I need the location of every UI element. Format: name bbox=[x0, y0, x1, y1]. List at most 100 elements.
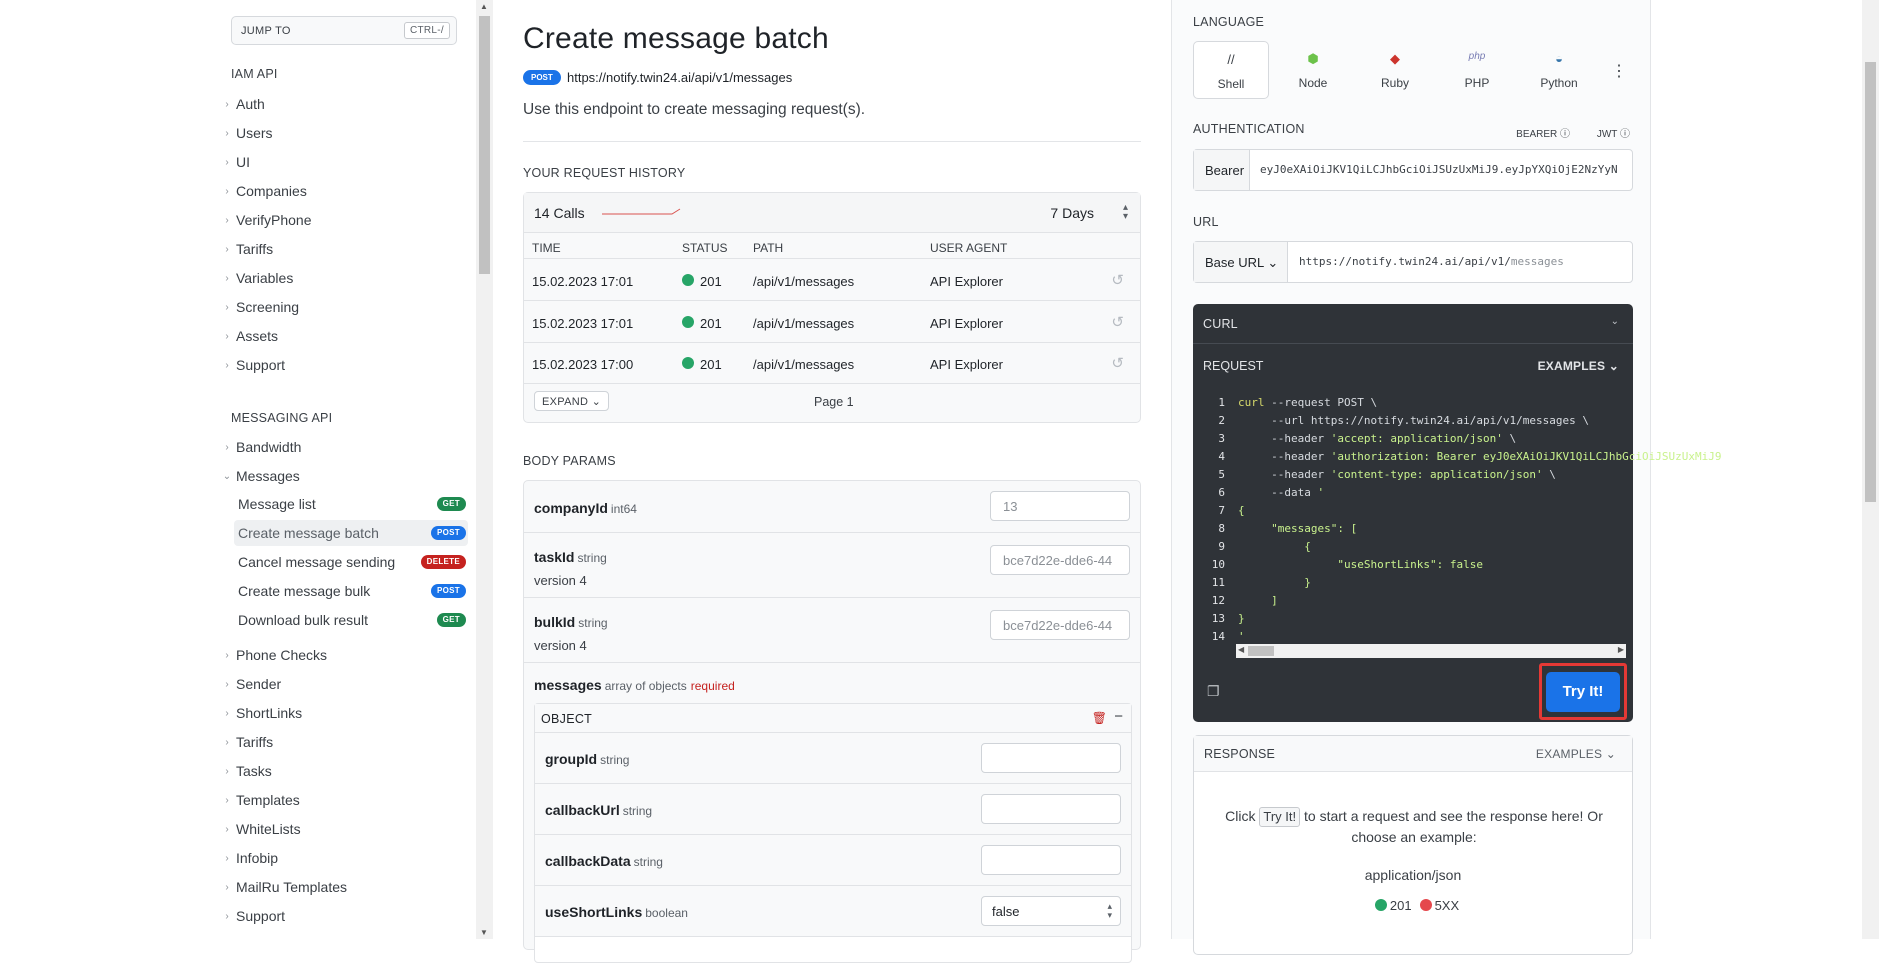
chevron-right-icon: › bbox=[225, 98, 229, 110]
response-examples-dropdown[interactable]: EXAMPLES ⌄ bbox=[1535, 747, 1616, 761]
line-number: 9 bbox=[1218, 540, 1225, 553]
sidebar-item-whitelists[interactable]: ›WhiteLists bbox=[222, 819, 300, 839]
replay-icon[interactable]: ↺ bbox=[1111, 313, 1124, 331]
code-scroll-thumb[interactable] bbox=[1248, 646, 1274, 656]
history-status: 201 bbox=[700, 315, 722, 331]
sidebar-item-infobip[interactable]: ›Infobip bbox=[222, 848, 278, 868]
sidebar-item-assets[interactable]: ›Assets bbox=[222, 326, 278, 346]
expand-button[interactable]: EXPAND ⌄ bbox=[534, 391, 610, 411]
companyId-input[interactable]: 13 bbox=[990, 491, 1130, 521]
history-range-select[interactable]: 7 Days bbox=[1050, 205, 1094, 221]
sidebar-item-sender[interactable]: ›Sender bbox=[222, 674, 281, 694]
taskId-input[interactable]: bce7d22e-dde6-44 bbox=[990, 545, 1130, 575]
lang-tab-node[interactable]: ⬢Node bbox=[1275, 41, 1351, 99]
callbackUrl-input[interactable] bbox=[981, 794, 1121, 824]
copy-icon[interactable]: ❐ bbox=[1207, 683, 1220, 699]
code-hscrollbar[interactable]: ◀ ▶ bbox=[1236, 644, 1626, 658]
sidebar-item-mailru-templates[interactable]: ›MailRu Templates bbox=[222, 877, 347, 897]
bulkId-input[interactable]: bce7d22e-dde6-44 bbox=[990, 610, 1130, 640]
sidebar-item-ui[interactable]: ›UI bbox=[222, 152, 250, 172]
page-scroll-thumb[interactable] bbox=[1865, 62, 1876, 502]
sidebar-item-tariffs[interactable]: ›Tariffs bbox=[222, 239, 273, 259]
auth-bearer-link[interactable]: BEARER ⓘ bbox=[1516, 129, 1571, 140]
curl-header[interactable]: CURL ⌄ bbox=[1193, 304, 1633, 344]
sidebar-item-users[interactable]: ›Users bbox=[222, 123, 272, 143]
range-updown-icon[interactable]: ▴▾ bbox=[1122, 202, 1128, 222]
method-badge: POST bbox=[523, 70, 561, 85]
page-scrollbar[interactable] bbox=[1862, 0, 1879, 939]
sidebar-scroll-thumb[interactable] bbox=[479, 16, 490, 274]
trash-icon[interactable]: 🗑 bbox=[1091, 711, 1107, 725]
lang-tab-ruby[interactable]: ◆Ruby bbox=[1357, 41, 1433, 99]
sidebar-item-screening[interactable]: ›Screening bbox=[222, 297, 299, 317]
sidebar-item-messages[interactable]: ⌄Messages bbox=[222, 466, 300, 486]
callbackData-input[interactable] bbox=[981, 845, 1121, 875]
content-type: application/json bbox=[1364, 867, 1462, 883]
chevron-down-icon[interactable]: ⌄ bbox=[1610, 316, 1619, 327]
sidebar-item-templates[interactable]: ›Templates bbox=[222, 790, 299, 810]
field-type: boolean bbox=[645, 906, 688, 920]
jump-to-label: JUMP TO bbox=[241, 25, 291, 37]
field-name-text: callbackData bbox=[545, 853, 631, 869]
replay-icon[interactable]: ↺ bbox=[1111, 355, 1124, 372]
sidebar-item-support[interactable]: ›Support bbox=[222, 355, 285, 375]
sidebar-item-label: Infobip bbox=[236, 850, 279, 866]
examples-dropdown[interactable]: EXAMPLES ⌄ bbox=[1537, 359, 1619, 373]
sidebar-item-tariffs[interactable]: ›Tariffs bbox=[222, 732, 273, 752]
sidebar-item-companies[interactable]: ›Companies bbox=[222, 181, 307, 201]
hint-try-it-button[interactable]: Try It! bbox=[1259, 807, 1301, 827]
line-number: 6 bbox=[1218, 486, 1225, 499]
scroll-left-arrow-icon[interactable]: ◀ bbox=[1238, 645, 1245, 654]
code-line: --url https://notify.twin24.ai/api/v1/me… bbox=[1238, 414, 1589, 427]
curl-title: CURL bbox=[1203, 317, 1238, 331]
history-table-header: TIME STATUS PATH USER AGENT bbox=[524, 233, 1140, 259]
sidebar-item-shortlinks[interactable]: ›ShortLinks bbox=[222, 703, 302, 723]
useShortLinks-select[interactable]: false▴▾ bbox=[981, 896, 1121, 926]
chevron-right-icon: › bbox=[225, 272, 229, 284]
response-code-5xx[interactable]: 5XX bbox=[1412, 898, 1459, 913]
response-code-label: 201 bbox=[1389, 898, 1412, 913]
auth-token-input[interactable]: eyJ0eXAiOiJKV1QiLCJhbGciOiJSUzUxMiJ9.eyJ… bbox=[1260, 163, 1618, 176]
sidebar-item-tasks[interactable]: ›Tasks bbox=[222, 761, 271, 781]
response-code-201[interactable]: 201 bbox=[1367, 898, 1412, 913]
history-user-agent: API Explorer bbox=[930, 315, 1003, 331]
more-vert-icon[interactable]: ⋮ bbox=[1611, 63, 1627, 80]
lang-tab-shell[interactable]: //Shell bbox=[1193, 41, 1269, 99]
jump-to-search[interactable]: JUMP TO CTRL-/ bbox=[231, 16, 457, 45]
sidebar-nav: JUMP TO CTRL-/ IAM API MESSAGING API ›Au… bbox=[0, 0, 476, 939]
endpoint-main: Create message batch POST https://notify… bbox=[493, 0, 1171, 963]
collapse-minus-icon[interactable]: − bbox=[1114, 708, 1123, 725]
sidebar-item-variables[interactable]: ›Variables bbox=[222, 268, 293, 288]
scroll-down-arrow-icon[interactable]: ▼ bbox=[480, 928, 488, 937]
sidebar-item-bandwidth[interactable]: ›Bandwidth bbox=[222, 437, 301, 457]
sidebar-item-verifyphone[interactable]: ›VerifyPhone bbox=[222, 210, 311, 230]
line-number: 10 bbox=[1211, 558, 1225, 571]
try-it-button[interactable]: Try It! bbox=[1546, 672, 1620, 712]
sidebar-item-label: Sender bbox=[236, 676, 282, 692]
sidebar-item-support[interactable]: ›Support bbox=[222, 906, 285, 926]
base-url-select[interactable]: Base URL ⌄ bbox=[1194, 242, 1288, 282]
sidebar-item-auth[interactable]: ›Auth bbox=[222, 94, 264, 114]
lang-tab-python[interactable]: ◒Python bbox=[1521, 41, 1597, 99]
sidebar-item-phone-checks[interactable]: ›Phone Checks bbox=[222, 645, 327, 665]
groupId-input[interactable] bbox=[981, 743, 1121, 773]
auth-jwt-link[interactable]: JWT ⓘ bbox=[1596, 129, 1630, 140]
replay-icon[interactable]: ↺ bbox=[1111, 272, 1124, 289]
sidebar-scrollbar[interactable]: ▲ ▼ bbox=[476, 0, 493, 939]
divider bbox=[523, 141, 1141, 142]
scroll-right-arrow-icon[interactable]: ▶ bbox=[1617, 645, 1624, 654]
url-value: https://notify.twin24.ai/api/v1/messages bbox=[1299, 255, 1564, 268]
scroll-up-arrow-icon[interactable]: ▲ bbox=[480, 2, 488, 11]
chevron-right-icon: › bbox=[225, 794, 229, 806]
